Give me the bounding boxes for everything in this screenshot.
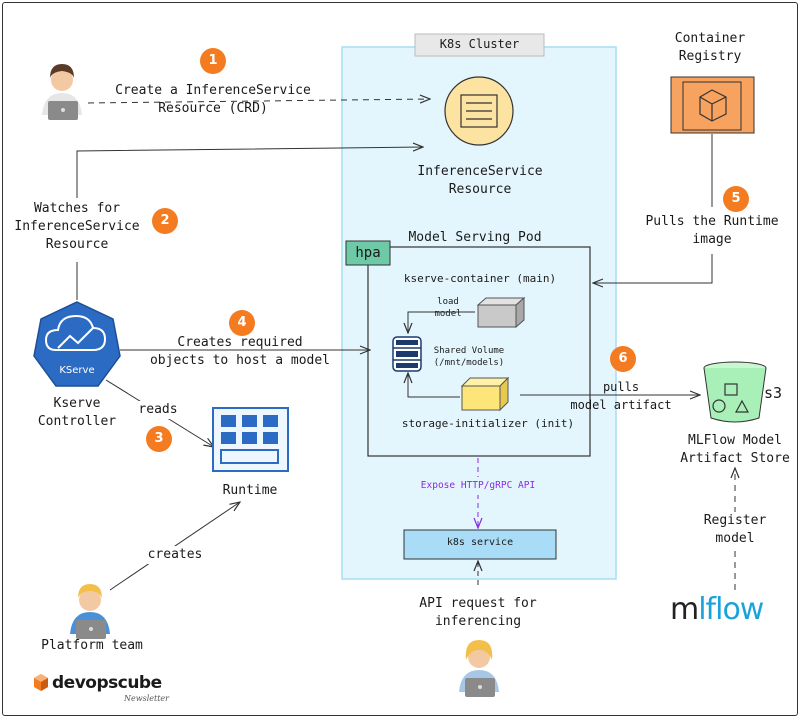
arrow-load-model [408, 311, 475, 333]
arrow-init-volume [408, 373, 460, 398]
container-registry-label: Container Registry [674, 31, 746, 64]
k8s-service-label: k8s service [446, 537, 514, 548]
step-3-badge: 3 [146, 426, 172, 452]
s3-bucket-icon [703, 361, 767, 423]
k8s-cluster-title-box [414, 33, 545, 57]
container-box-icon [670, 76, 755, 134]
mlflow-logo: mlflow [670, 592, 764, 627]
k8s-cluster-title: K8s Cluster [439, 37, 520, 51]
hpa-tag [345, 240, 391, 266]
step-6-badge: 6 [610, 346, 636, 372]
step-3-label: reads [128, 401, 188, 419]
expose-api-label: Expose HTTP/gRPC API [398, 477, 558, 495]
kserve-cloud-chart-icon [33, 301, 121, 387]
kserve-container-label: kserve-container (main) [403, 272, 557, 285]
creates-label: creates [140, 546, 210, 564]
step-4-label: Creates required objects to host a model [149, 335, 330, 368]
kserve-controller-label: Kserve Controller [37, 396, 117, 429]
step-6-label: pulls model artifact [570, 380, 672, 412]
step-2-badge: 2 [152, 208, 178, 234]
model-serving-pod-title: Model Serving Pod [408, 230, 542, 245]
mlflow-store-label: MLFlow Model Artifact Store [680, 433, 790, 466]
devopscube-logo-icon [34, 674, 48, 691]
arrow-create-crd [87, 99, 430, 103]
model-box-icon [476, 296, 526, 329]
kserve-logo-text: KServe [59, 365, 95, 376]
developer-laptop-icon [42, 64, 82, 120]
platform-team-label: Platform team [41, 638, 143, 653]
hpa-label: hpa [355, 245, 381, 261]
mlflow-logo-text: mlflow [670, 592, 764, 627]
database-stack-icon [392, 336, 422, 372]
load-model-label: load model [434, 297, 462, 319]
document-list-icon [444, 76, 514, 146]
shared-volume-label: Shared Volume (/mnt/models) [433, 346, 505, 368]
step-4-badge: 4 [229, 310, 255, 336]
api-request-label: API request for inferencing [419, 596, 537, 629]
runtime-grid-icon [212, 407, 289, 472]
step-5-label: Pulls the Runtime image [645, 214, 779, 247]
devopscube-newsletter: Newsletter [124, 694, 169, 703]
runtime-label: Runtime [222, 483, 278, 498]
arrow-watch-resource [76, 147, 423, 198]
devopscube-brand: devopscube [52, 673, 162, 693]
step-1-label: Create a InferenceService Resource (CRD) [115, 83, 311, 116]
register-model-label: Register model [690, 512, 780, 548]
step-5-badge: 5 [723, 186, 749, 212]
step-1-badge: 1 [200, 48, 226, 74]
api-user-icon [459, 640, 499, 697]
step-2-label: Watches for InferenceService Resource [12, 200, 142, 254]
platform-team-icon [70, 584, 110, 639]
k8s-service-box [403, 529, 557, 560]
arrow-pull-runtime [593, 254, 713, 283]
init-box-icon [460, 376, 510, 412]
inference-service-resource-label: InferenceService Resource [417, 164, 543, 197]
storage-initializer-label: storage-initializer (init) [401, 417, 575, 430]
s3-label: s3 [763, 384, 783, 402]
